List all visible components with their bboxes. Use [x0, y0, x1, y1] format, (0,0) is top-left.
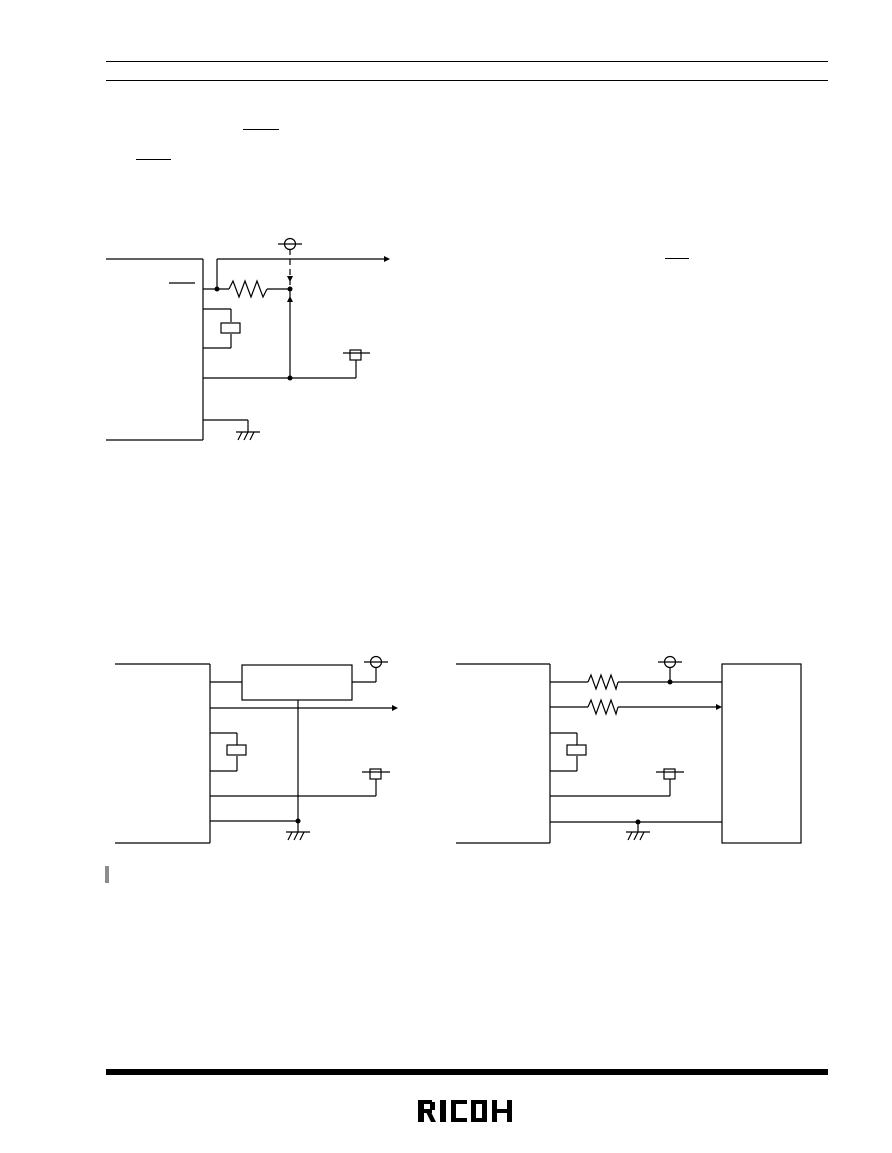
supply-terminal-icon [369, 768, 382, 780]
capacitor-icon [220, 322, 241, 334]
overbar-mark [136, 159, 171, 160]
junction-dot-icon [667, 679, 673, 685]
ground-icon [286, 831, 310, 841]
external-device-block [721, 663, 802, 844]
header-rule-top [106, 61, 828, 62]
capacitor-icon [566, 744, 587, 756]
arrow-icon [287, 296, 293, 302]
section-marker [105, 866, 109, 883]
overbar-mark [243, 129, 279, 130]
ricoh-logo-icon [418, 1100, 512, 1122]
junction-dot-icon [295, 818, 301, 824]
capacitor-icon [226, 744, 247, 756]
header-rule-bottom [106, 80, 828, 81]
junction-dot-icon [635, 819, 641, 825]
supply-terminal-icon [663, 768, 676, 780]
junction-dot-icon [214, 286, 220, 292]
supply-terminal-icon [349, 349, 362, 361]
arrow-icon [392, 705, 398, 711]
resistor-icon [587, 698, 619, 716]
ground-icon [626, 831, 650, 841]
junction-dot-icon [287, 286, 293, 292]
resistor-icon [228, 279, 268, 299]
overbar-mark [665, 258, 689, 259]
arrow-icon [384, 256, 390, 262]
resistor-icon [587, 673, 619, 691]
arrow-icon [716, 704, 722, 710]
ground-icon [236, 431, 260, 441]
footer-rule [106, 1069, 828, 1075]
junction-dot-icon [287, 375, 293, 381]
arrow-icon [287, 276, 293, 282]
